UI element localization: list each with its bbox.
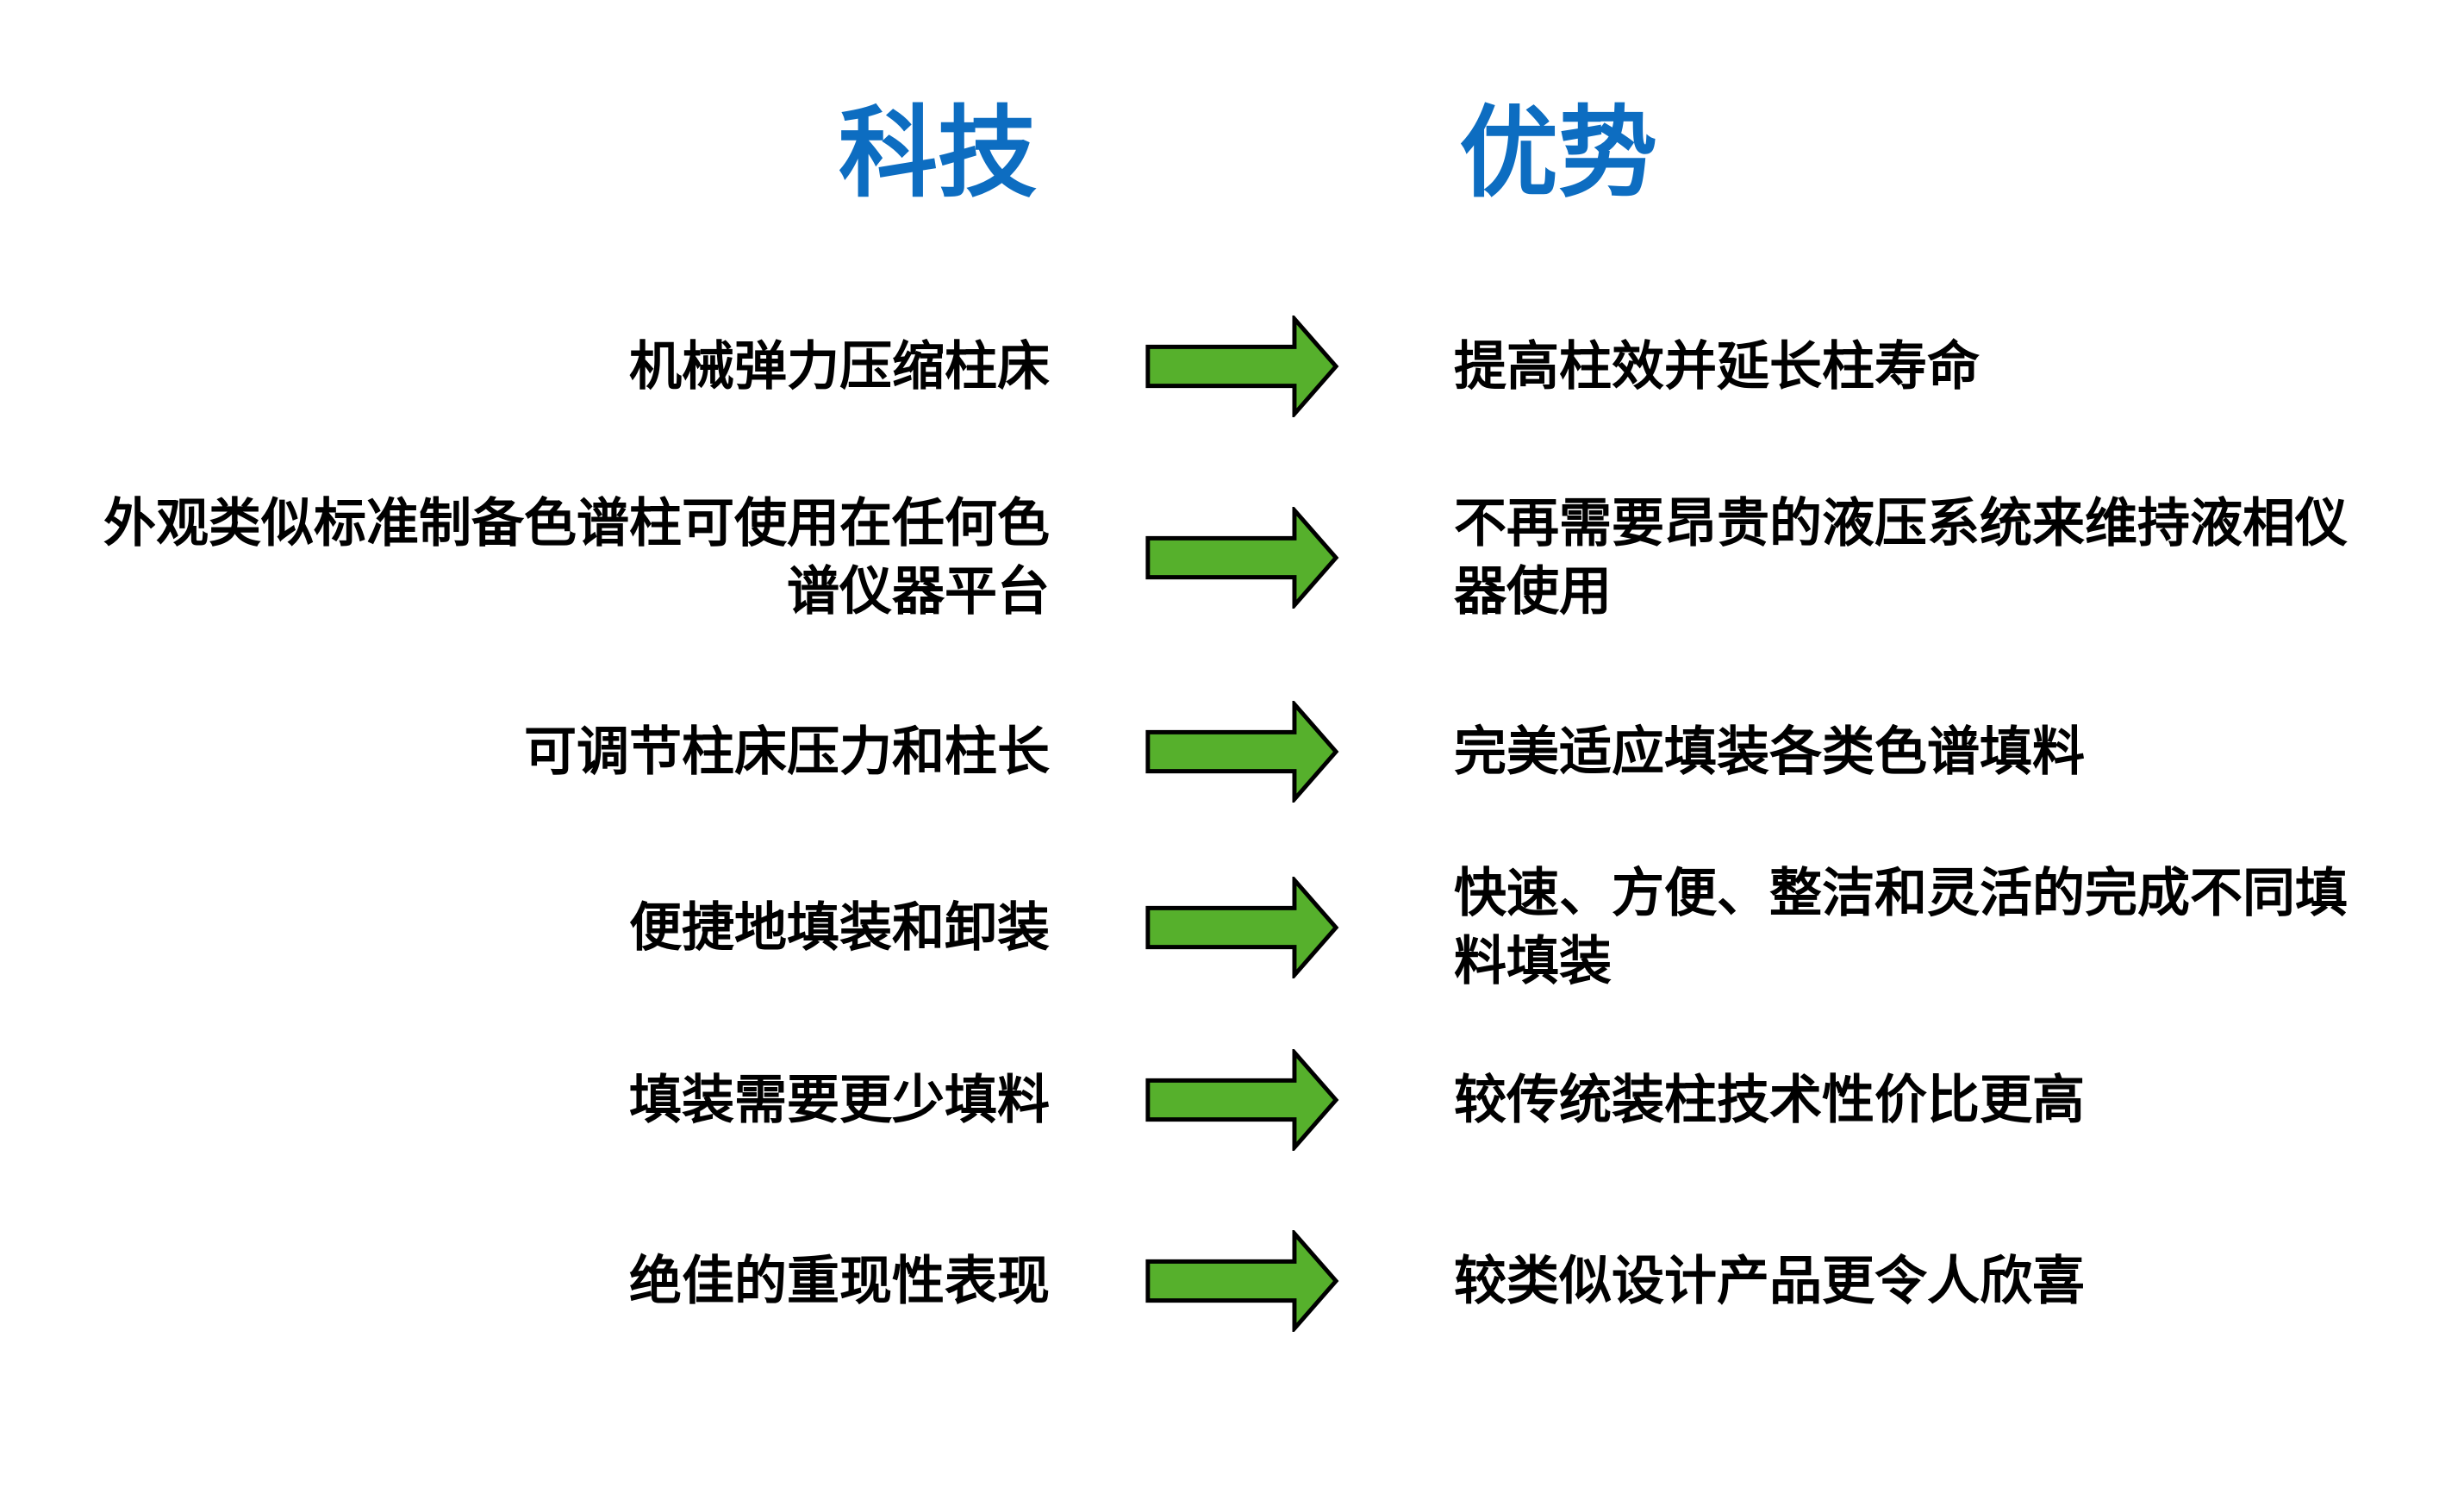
- tech-text: 绝佳的重现性表现: [628, 1251, 1050, 1310]
- tech-benefit-row: 填装需要更少填料 较传统装柱技术性价比更高: [0, 1005, 2464, 1195]
- benefit-text: 较类似设计产品更令人欣喜: [1454, 1251, 2086, 1310]
- right-block-arrow-icon: [1144, 316, 1340, 417]
- tech-text: 机械弹力压缩柱床: [628, 336, 1050, 396]
- benefit-text: 较传统装柱技术性价比更高: [1454, 1070, 2086, 1129]
- right-block-arrow-icon: [1144, 1049, 1340, 1151]
- benefit-text: 快速、方便、整洁和灵活的完成不同填料填装: [1454, 863, 2349, 990]
- benefit-text: 提高柱效并延长柱寿命: [1454, 336, 1981, 396]
- right-block-arrow-icon: [1144, 877, 1340, 978]
- tech-text: 外观类似标准制备色谱柱可使用在任何色谱仪器平台: [103, 493, 1050, 621]
- right-block-arrow-icon: [1144, 1230, 1340, 1332]
- tech-text: 便捷地填装和卸装: [628, 897, 1050, 957]
- right-block-arrow-icon: [1144, 701, 1340, 803]
- benefit-text: 不再需要昂贵的液压系统来维持液相仪器使用: [1454, 493, 2349, 621]
- tech-benefit-row: 绝佳的重现性表现 较类似设计产品更令人欣喜: [0, 1186, 2464, 1376]
- tech-benefit-row: 可调节柱床压力和柱长 完美适应填装各类色谱填料: [0, 657, 2464, 847]
- tech-column-header: 科技: [839, 98, 1038, 209]
- tech-benefit-row: 便捷地填装和卸装 快速、方便、整洁和灵活的完成不同填料填装: [0, 833, 2464, 1022]
- benefit-column-header: 优势: [1459, 98, 1658, 209]
- benefit-text: 完美适应填装各类色谱填料: [1454, 722, 2086, 781]
- tech-benefit-row: 外观类似标准制备色谱柱可使用在任何色谱仪器平台 不再需要昂贵的液压系统来维持液相…: [0, 463, 2464, 653]
- tech-text: 填装需要更少填料: [628, 1070, 1050, 1129]
- tech-benefit-row: 机械弹力压缩柱床 提高柱效并延长柱寿命: [0, 272, 2464, 461]
- tech-text: 可调节柱床压力和柱长: [523, 722, 1050, 781]
- right-block-arrow-icon: [1144, 507, 1340, 609]
